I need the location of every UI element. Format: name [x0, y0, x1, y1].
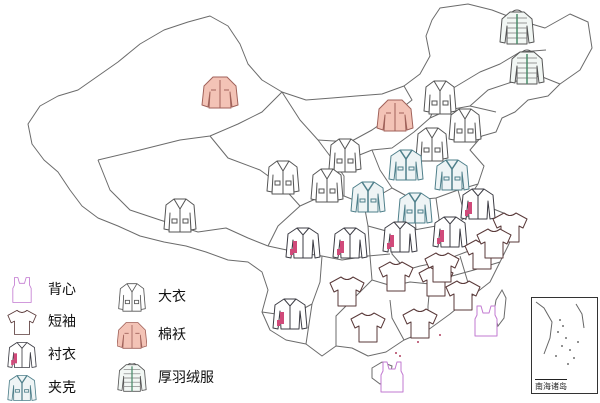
legend-label-tshirt: 短袖: [48, 314, 76, 330]
shirt-icon: 衬衣: [432, 216, 468, 248]
shirt-icon: 衬衣: [285, 227, 321, 259]
tshirt-icon: 短袖: [329, 276, 365, 307]
legend-label-cotton-jacket: 棉袄: [158, 327, 186, 343]
tshirt-icon: 短袖: [402, 308, 438, 339]
inset-map: [535, 301, 585, 365]
province-borders: [27, 3, 593, 357]
inset-label: 南海诸岛: [535, 379, 567, 392]
legend-label-overcoat: 大衣: [158, 289, 186, 305]
cotton-jacket-icon: 棉袄: [376, 99, 414, 132]
overcoat-icon: 大衣: [310, 168, 344, 203]
overcoat-icon: 大衣: [163, 198, 197, 233]
jacket-icon: 夹克: [388, 149, 424, 181]
jacket-icon: [7, 375, 37, 401]
overcoat-icon: 大衣: [423, 80, 457, 115]
legend-label-jacket: 夹克: [48, 380, 76, 396]
island-dots: [395, 334, 441, 357]
legend-label-down-jacket: 厚羽绒服: [158, 370, 214, 386]
shirt-icon: 衬衣: [460, 188, 496, 220]
overcoat-icon: 大衣: [328, 138, 362, 173]
cotton-jacket-icon: 棉袄: [201, 76, 239, 109]
vest-icon: 背心: [474, 305, 498, 337]
shirt-icon: 衬衣: [332, 227, 368, 259]
down-jacket-icon: 厚羽绒服: [509, 49, 545, 85]
legend-label-shirt: 衬衣: [48, 347, 76, 363]
legend-label-vest: 背心: [48, 282, 76, 298]
clothing-markers: 厚羽绒服厚羽绒服棉袄棉袄大衣大衣大衣大衣大衣大衣大衣夹克夹克夹克夹克衬衣衬衣衬衣…: [163, 9, 545, 393]
tshirt-icon: [7, 309, 37, 335]
down-jacket-icon: [117, 363, 147, 392]
tshirt-icon: 短袖: [350, 312, 386, 343]
tshirt-icon: 短袖: [445, 280, 481, 311]
overcoat-icon: [118, 283, 146, 312]
tshirt-icon: 短袖: [476, 228, 512, 259]
south-china-sea-inset: 南海诸岛: [531, 297, 598, 394]
country-outline: [27, 3, 593, 357]
overcoat-icon: 大衣: [448, 108, 482, 143]
down-jacket-icon: 厚羽绒服: [499, 9, 535, 45]
shirt-icon: 衬衣: [382, 221, 418, 253]
tshirt-icon: 短袖: [424, 252, 460, 283]
vest-icon: 背心: [380, 361, 404, 393]
tshirt-icon: 短袖: [378, 261, 414, 292]
shirt-icon: [7, 342, 37, 368]
cotton-jacket-icon: [117, 322, 147, 349]
overcoat-icon: 大衣: [415, 127, 449, 162]
shirt-icon: 衬衣: [272, 298, 308, 330]
vest-icon: [12, 277, 32, 303]
jacket-icon: 夹克: [350, 181, 386, 213]
jacket-icon: 夹克: [397, 192, 433, 224]
jacket-icon: 夹克: [434, 159, 470, 191]
overcoat-icon: 大衣: [266, 160, 300, 195]
